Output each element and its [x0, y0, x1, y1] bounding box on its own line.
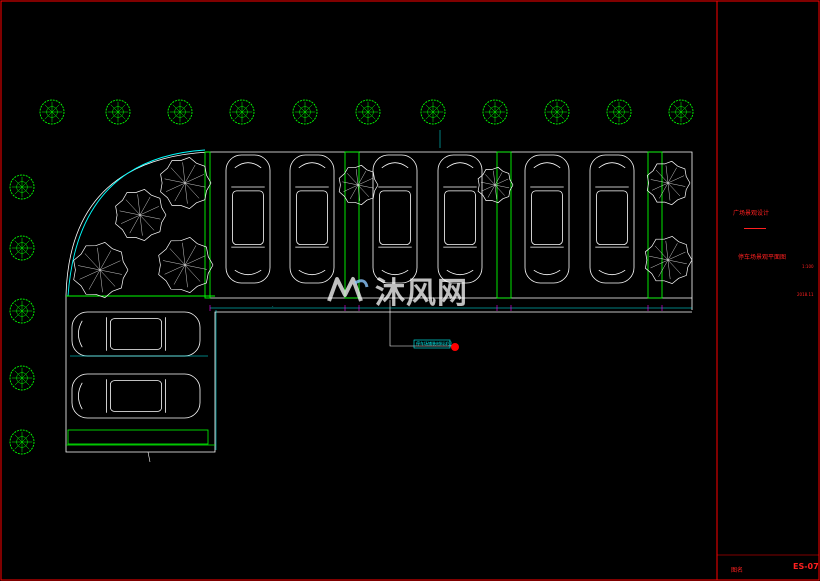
car-top-view: [589, 154, 635, 284]
tree-symbol: [9, 298, 35, 324]
canopy-tree: [646, 160, 691, 206]
tree-symbol: [229, 99, 255, 125]
tree-symbol: [9, 365, 35, 391]
canopy-tree: [477, 166, 514, 204]
canopy-tree: [645, 236, 693, 284]
tree-symbol: [668, 99, 694, 125]
dim-label: ·: [272, 304, 274, 310]
bottom-break-mark: [147, 451, 151, 463]
annotation-tag: 停车场铺装材料详见: [416, 341, 452, 346]
drawing-scale: 1:100: [802, 264, 814, 269]
canopy-tree: [115, 189, 167, 241]
canopy-tree: [338, 164, 379, 206]
drawing-date: 2018.11: [797, 292, 814, 297]
dimension-ticks: [209, 305, 663, 311]
dimension-lines: [70, 130, 692, 450]
tree-symbol: [9, 235, 35, 261]
tree-symbol: [9, 429, 35, 455]
canopy-tree: [158, 237, 214, 293]
title-underline: [744, 228, 766, 229]
curved-planting-edge: [67, 149, 206, 297]
car-top-view: [71, 311, 201, 357]
company-name: 广场景观设计: [733, 210, 770, 217]
tree-symbol: [39, 99, 65, 125]
car-top-view: [71, 373, 201, 419]
planter-strips: [66, 151, 663, 299]
tree-symbol: [105, 99, 131, 125]
mufeng-logo-icon: [327, 277, 369, 302]
tree-symbol: [292, 99, 318, 125]
sheet-label: 图名: [731, 567, 744, 574]
tree-symbol: [355, 99, 381, 125]
tree-symbol: [167, 99, 193, 125]
watermark: 沐风网: [325, 270, 468, 311]
tree-symbol: [482, 99, 508, 125]
canopy-tree: [160, 157, 212, 209]
annotation-bubble: [451, 343, 459, 351]
car-top-view: [437, 154, 483, 284]
car-top-view: [524, 154, 570, 284]
tree-symbol: [606, 99, 632, 125]
top-tree-row: [39, 99, 694, 125]
tree-symbol: [544, 99, 570, 125]
tree-symbol: [9, 174, 35, 200]
car-top-view: [289, 154, 335, 284]
car-top-view: [225, 154, 271, 284]
canopy-tree: [73, 242, 129, 298]
drawing-number: ES-07: [793, 562, 819, 571]
tree-symbol: [420, 99, 446, 125]
watermark-text: 沐风网: [375, 276, 468, 311]
drawing-title: 停车场景观平面图: [738, 254, 787, 261]
left-tree-column: [9, 174, 35, 455]
annotation-leader: [389, 300, 455, 349]
car-top-view: [372, 154, 418, 284]
canopy-tree-group: [73, 157, 693, 298]
